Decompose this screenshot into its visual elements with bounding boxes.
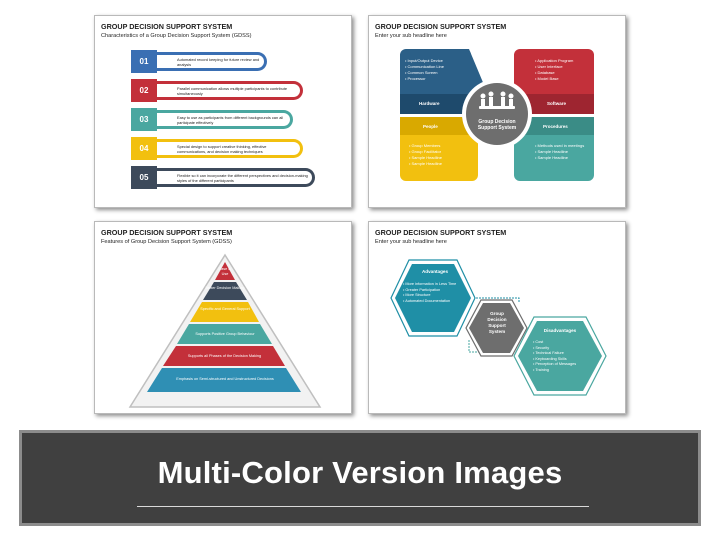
people-list: • Group Members • Group Facilitator • Sa… bbox=[409, 143, 442, 167]
list-item: • Keyboarding Skills bbox=[533, 356, 567, 361]
list-item: • User Interface bbox=[535, 64, 563, 69]
list-item: • Security bbox=[533, 345, 550, 350]
list-item: • Sample Headline bbox=[409, 161, 442, 166]
procedures-list: • Methods used in meetings • Sample Head… bbox=[535, 143, 590, 161]
center-circle bbox=[466, 83, 528, 145]
item-bar: Easy to use as participants from differe… bbox=[155, 110, 293, 129]
slide-characteristics[interactable]: GROUP DECISION SUPPORT SYSTEM Characteri… bbox=[94, 15, 352, 208]
slide-title: GROUP DECISION SUPPORT SYSTEM bbox=[101, 228, 233, 237]
list-item: • Processor bbox=[405, 76, 426, 81]
advantages-diagram bbox=[390, 259, 607, 396]
item-number: 04 bbox=[131, 137, 157, 160]
list-item: • Training bbox=[533, 367, 549, 372]
advantages-hexagon bbox=[395, 264, 471, 332]
pyramid-level-3 bbox=[190, 302, 259, 322]
list-item: • Sample Headline bbox=[409, 155, 442, 160]
disadvantages-label: Disadvantages bbox=[543, 328, 577, 333]
item-number: 02 bbox=[131, 79, 157, 102]
slide-subtitle: Features of Group Decision Support Syste… bbox=[101, 239, 232, 245]
list-item: • Model Base bbox=[535, 76, 559, 81]
item-text: Automated record keeping for future revi… bbox=[177, 56, 260, 67]
slide-advantages[interactable]: GROUP DECISION SUPPORT SYSTEM Enter your… bbox=[368, 221, 626, 414]
banner-title: Multi-Color Version Images bbox=[157, 455, 563, 490]
item-bar: Flexible so it can incorporate the diffe… bbox=[155, 168, 315, 187]
banner-divider bbox=[137, 506, 589, 507]
software-label: Software bbox=[547, 101, 567, 106]
list-item: • Sample Headline bbox=[535, 149, 568, 154]
list-item: • Perception of Messages bbox=[533, 362, 577, 367]
list-item: • More Structure bbox=[403, 293, 431, 298]
item-number: 05 bbox=[131, 166, 157, 189]
pyramid-level-4 bbox=[177, 324, 272, 344]
center-hexagon bbox=[469, 303, 524, 353]
item-bar: Automated record keeping for future revi… bbox=[155, 52, 267, 71]
pyramid-level-1 bbox=[215, 262, 235, 280]
software-list: • Application Program • User Interface •… bbox=[535, 58, 573, 82]
list-item: • Application Program bbox=[535, 58, 574, 63]
hardware-list: • Input/Output Device • Communication Li… bbox=[405, 58, 444, 82]
people-label: People bbox=[423, 124, 438, 129]
item-text: Parallel communication allows multiple p… bbox=[177, 85, 288, 96]
bottom-banner: Multi-Color Version Images bbox=[19, 430, 701, 526]
slide-title: GROUP DECISION SUPPORT SYSTEM bbox=[375, 22, 507, 31]
list-item: • Sample Headline bbox=[535, 155, 568, 160]
list-item: • Methods used in meetings bbox=[535, 143, 585, 148]
item-number: 01 bbox=[131, 50, 157, 73]
hardware-label: Hardware bbox=[419, 101, 440, 106]
list-item: • Communication Line bbox=[405, 64, 444, 69]
pyramid-level-2 bbox=[203, 282, 247, 300]
list-item: • Greater Participation bbox=[403, 287, 441, 292]
slide-components[interactable]: GROUP DECISION SUPPORT SYSTEM Enter your… bbox=[368, 15, 626, 208]
center-label: Group Decision Support System bbox=[487, 311, 507, 334]
slide-subtitle: Characteristics of a Group Decision Supp… bbox=[101, 33, 252, 39]
item-number: 03 bbox=[131, 108, 157, 131]
slide-title: GROUP DECISION SUPPORT SYSTEM bbox=[101, 22, 233, 31]
item-bar: Special design to support creative think… bbox=[155, 139, 303, 158]
center-label: Group Decision Support System bbox=[477, 119, 517, 131]
slide-features[interactable]: GROUP DECISION SUPPORT SYSTEM Features o… bbox=[94, 221, 352, 414]
slide-subtitle: Enter your sub headline here bbox=[375, 239, 447, 245]
slide-title: GROUP DECISION SUPPORT SYSTEM bbox=[375, 228, 507, 237]
list-item: • Automated Documentation bbox=[403, 298, 451, 303]
pyramid-label-6: Emphasis on Semi-structured and Unstruct… bbox=[176, 377, 274, 381]
pyramid-label-2: Better Decision Making bbox=[205, 286, 245, 290]
pyramid-label-3: Specific and General Support bbox=[200, 307, 250, 311]
list-item: • More information in Less Time bbox=[403, 282, 457, 286]
item-text: Easy to use as participants from differe… bbox=[177, 114, 284, 125]
list-item: • Technical Failure bbox=[533, 351, 564, 356]
pyramid-diagram bbox=[128, 253, 322, 408]
list-item: • Group Members bbox=[409, 143, 441, 148]
item-text: Flexible so it can incorporate the diffe… bbox=[177, 172, 308, 183]
list-item: • Input/Output Device bbox=[405, 58, 443, 63]
advantages-label: Advantages bbox=[421, 269, 449, 274]
components-diagram bbox=[400, 49, 594, 181]
procedures-label: Procedures bbox=[543, 124, 568, 129]
pyramid-level-6 bbox=[147, 368, 301, 392]
list-item: • Common Screen bbox=[405, 70, 438, 75]
pyramid-level-5 bbox=[163, 346, 285, 366]
list-item: • Group Facilitator bbox=[409, 149, 442, 154]
pyramid-label-1: Ease of Use bbox=[218, 267, 232, 276]
item-bar: Parallel communication allows multiple p… bbox=[155, 81, 303, 100]
slide-subtitle: Enter your sub headline here bbox=[375, 33, 447, 39]
list-item: • Cost bbox=[533, 340, 544, 344]
disadvantages-list: • Cost • Security • Technical Failure • … bbox=[533, 340, 595, 374]
advantages-list: • More information in Less Time • Greate… bbox=[403, 282, 463, 304]
list-item: • Database bbox=[535, 70, 555, 75]
meeting-icon bbox=[479, 91, 515, 109]
pyramid-label-5: Supports all Phases of the Decision Maki… bbox=[187, 354, 262, 358]
disadvantages-hexagon bbox=[518, 321, 602, 391]
item-text: Special design to support creative think… bbox=[177, 143, 267, 154]
pyramid-label-4: Supports Positive Group Behaviour bbox=[195, 332, 255, 336]
